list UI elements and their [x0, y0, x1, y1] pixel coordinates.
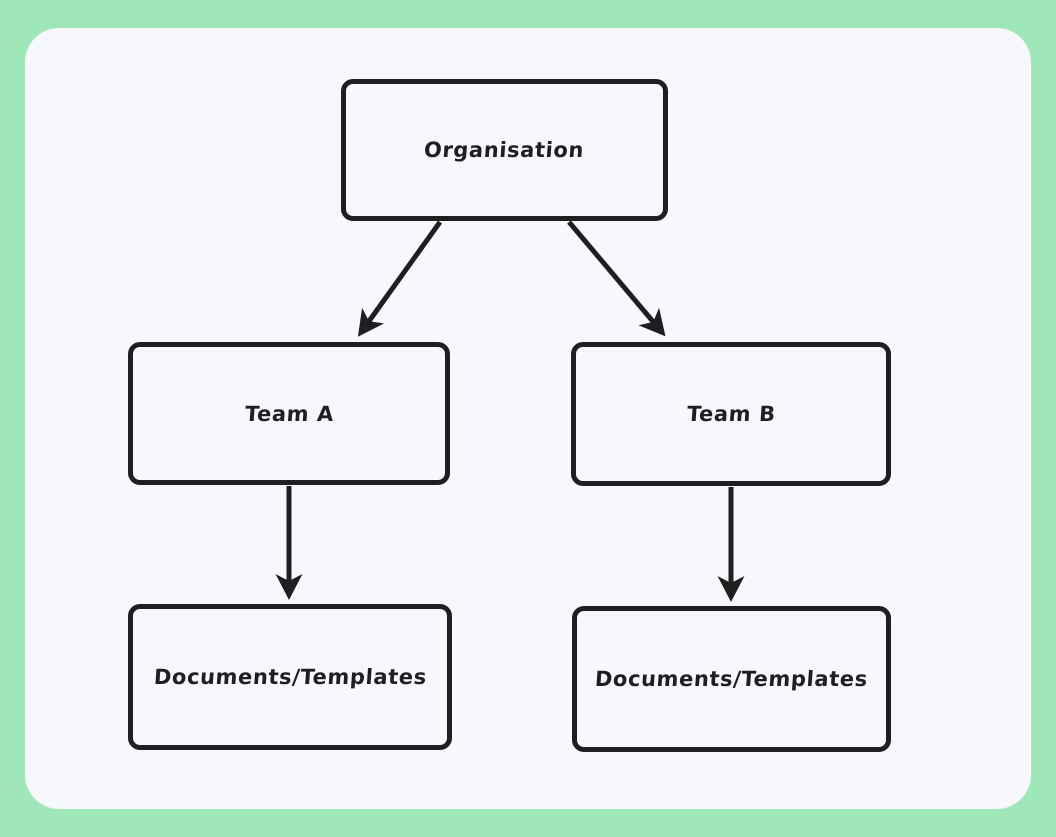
node-team-b-label: Team B [685, 402, 777, 426]
node-team-a-label: Team A [243, 401, 335, 426]
edge-organisation-to-team-b [567, 220, 666, 337]
node-team-b[interactable]: Team B [571, 342, 891, 486]
edge-organisation-to-team-a [357, 220, 443, 337]
node-organisation[interactable]: Organisation [341, 79, 668, 221]
node-team-a[interactable]: Team A [128, 342, 450, 485]
node-documents-templates-b-label: Documents/Templates [594, 667, 869, 691]
node-organisation-label: Organisation [423, 138, 586, 162]
node-documents-templates-a-label: Documents/Templates [152, 665, 428, 689]
node-documents-templates-b[interactable]: Documents/Templates [572, 606, 891, 752]
node-documents-templates-a[interactable]: Documents/Templates [128, 604, 452, 750]
